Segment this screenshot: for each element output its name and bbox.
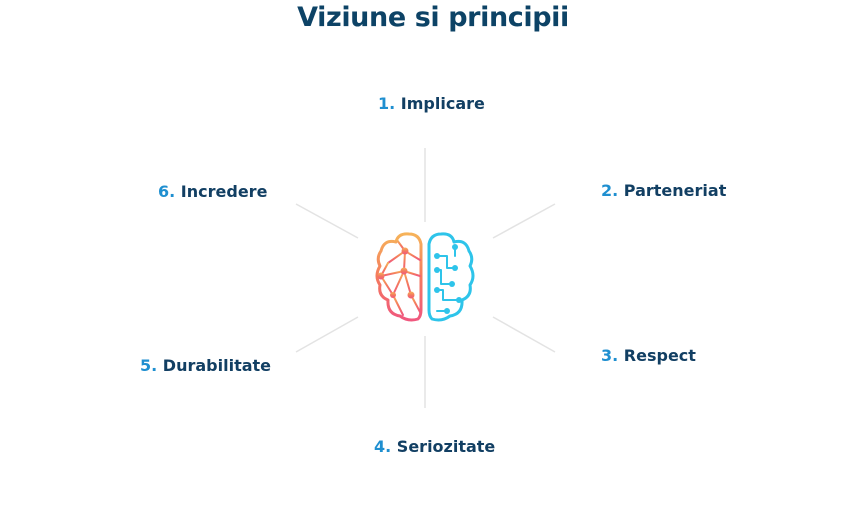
connector-6 — [295, 203, 359, 239]
page-title: Viziune si principii — [297, 2, 569, 33]
connector-2 — [492, 203, 556, 239]
principle-3: 3. Respect — [601, 346, 696, 366]
principle-label: Implicare — [400, 94, 485, 113]
principle-2: 2. Parteneriat — [601, 181, 726, 201]
principle-label: Respect — [623, 346, 696, 365]
connector-3 — [492, 316, 556, 353]
principle-number: 1. — [378, 94, 396, 113]
principle-number: 6. — [158, 182, 176, 201]
principle-number: 5. — [140, 356, 158, 375]
connector-5 — [295, 316, 359, 353]
principle-5: 5. Durabilitate — [140, 356, 271, 376]
principle-4: 4. Seriozitate — [374, 437, 495, 457]
principle-number: 3. — [601, 346, 619, 365]
principle-number: 2. — [601, 181, 619, 200]
principle-label: Incredere — [180, 182, 268, 201]
principle-number: 4. — [374, 437, 392, 456]
principle-label: Parteneriat — [623, 181, 727, 200]
connectors — [295, 148, 556, 408]
principle-1: 1. Implicare — [378, 94, 485, 114]
brain-circuit-icon — [375, 232, 475, 322]
principle-label: Seriozitate — [396, 437, 496, 456]
principle-6: 6. Incredere — [158, 182, 267, 202]
principle-label: Durabilitate — [162, 356, 272, 375]
